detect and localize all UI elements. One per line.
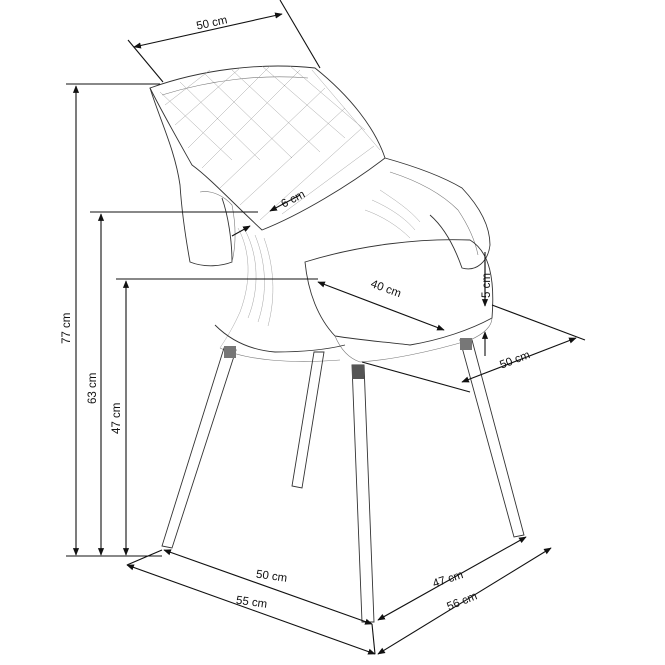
dim-base-depth-outer-line bbox=[377, 547, 552, 655]
extension-line bbox=[491, 304, 586, 341]
dim-top-width-line bbox=[133, 12, 283, 49]
leg-cap bbox=[352, 365, 364, 379]
extension-line bbox=[279, 0, 321, 69]
label-arm-thickness: 6 cm bbox=[279, 188, 307, 210]
label-seat-thickness: 5 cm bbox=[481, 273, 493, 298]
backrest-outline bbox=[149, 65, 386, 231]
left-armrest bbox=[149, 87, 233, 267]
label-base-depth-outer: 56 cm bbox=[445, 590, 479, 613]
chair-drawing bbox=[149, 65, 525, 623]
extension-line bbox=[361, 361, 471, 393]
bentwood-shell bbox=[219, 189, 421, 349]
dim-seat-width-line bbox=[461, 337, 577, 383]
seat-cushion bbox=[304, 239, 494, 346]
dimension-lines bbox=[66, 0, 586, 655]
extension-line bbox=[127, 39, 164, 83]
extension-line bbox=[126, 549, 163, 566]
label-base-width-inner: 50 cm bbox=[255, 569, 288, 585]
backrest-quilting bbox=[159, 65, 381, 221]
label-base-depth-inner: 47 cm bbox=[431, 569, 465, 590]
dimension-labels: 50 cm 6 cm 40 cm 5 cm 50 cm 77 cm 63 cm … bbox=[61, 14, 532, 613]
leg-cap bbox=[224, 346, 236, 358]
label-total-height: 77 cm bbox=[61, 313, 73, 344]
label-base-width-outer: 55 cm bbox=[235, 595, 268, 611]
leg-front-right bbox=[351, 364, 375, 623]
chair-legs bbox=[161, 338, 525, 623]
label-armrest-height: 63 cm bbox=[87, 373, 99, 404]
label-seat-height: 47 cm bbox=[111, 403, 123, 434]
leg-back-left bbox=[291, 351, 325, 489]
dim-arm-thickness-arrow bbox=[231, 225, 251, 237]
leg-cap bbox=[460, 338, 472, 350]
label-seat-width: 50 cm bbox=[498, 349, 532, 371]
label-seat-depth: 40 cm bbox=[369, 278, 403, 300]
leg-back-right bbox=[459, 339, 525, 538]
extension-line bbox=[371, 623, 376, 655]
dim-base-width-outer-line bbox=[126, 564, 376, 655]
dim-arm-thickness-arrow bbox=[269, 194, 301, 212]
leg-front-left bbox=[161, 347, 237, 549]
dim-seat-depth-line bbox=[317, 281, 445, 331]
seat-frame bbox=[214, 324, 346, 353]
right-armrest bbox=[384, 157, 491, 270]
dim-base-width-inner-line bbox=[163, 549, 373, 625]
